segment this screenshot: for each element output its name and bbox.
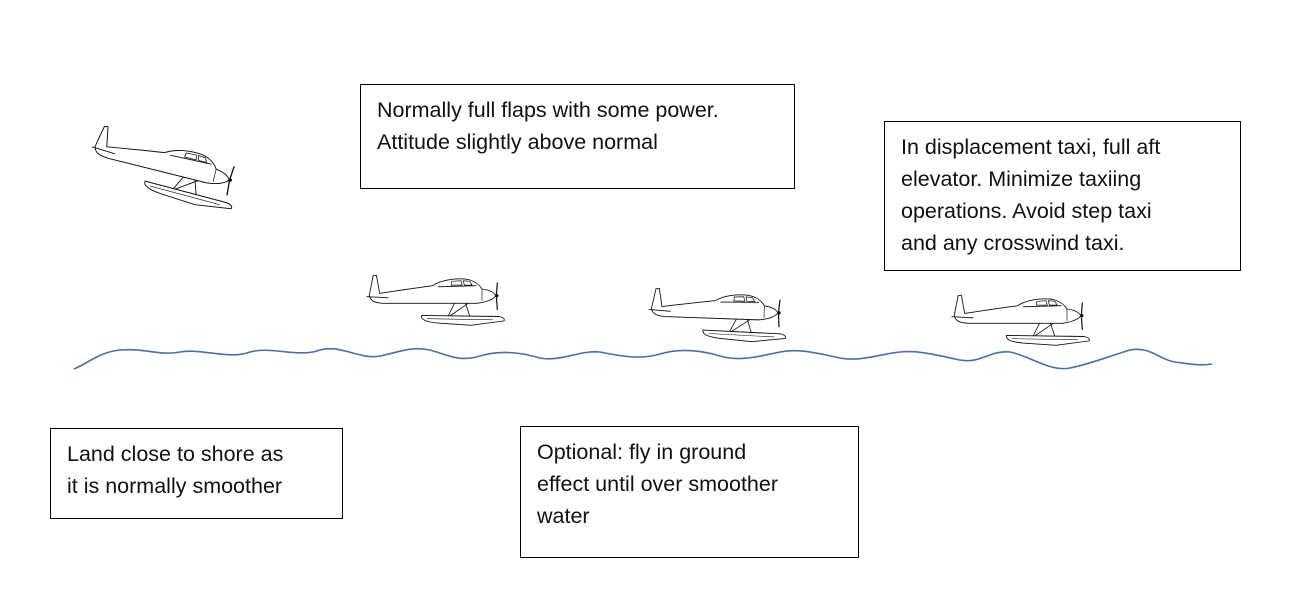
seaplane-icon — [950, 294, 1090, 346]
note-displacement-taxi: In displacement taxi, full aft elevator.… — [884, 121, 1241, 271]
seaplane-icon — [647, 287, 788, 344]
water-line — [73, 347, 1213, 370]
note-flaps-power: Normally full flaps with some power. Att… — [360, 84, 795, 189]
seaplane-icon — [365, 274, 505, 326]
seaplane-icon — [83, 123, 245, 215]
note-land-close-to-shore: Land close to shore as it is normally sm… — [50, 428, 343, 519]
note-ground-effect: Optional: fly in ground effect until ove… — [520, 426, 859, 558]
